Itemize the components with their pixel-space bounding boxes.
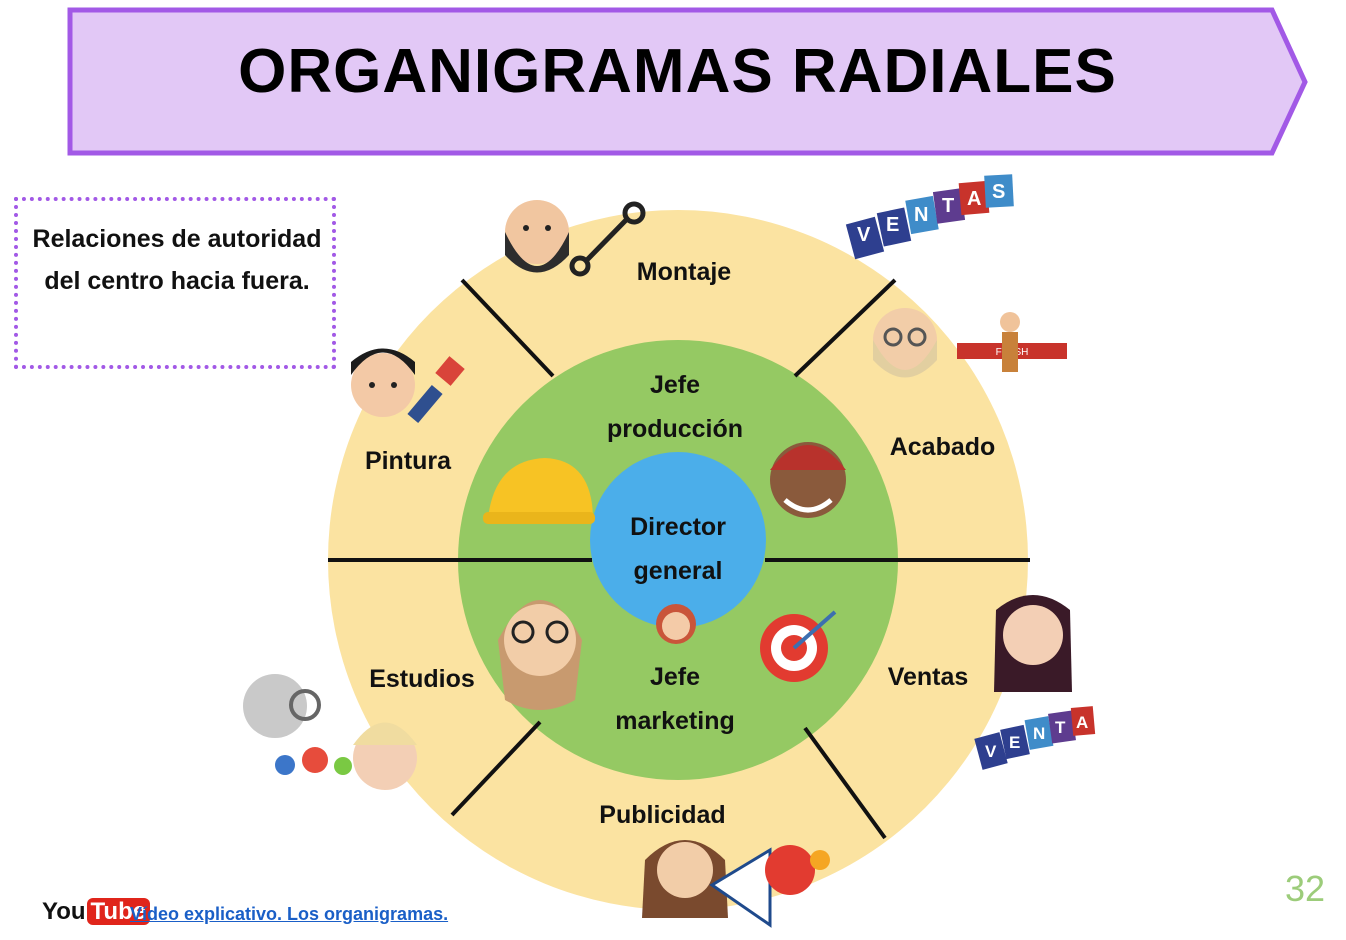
sales-tags-bottom-icon [974,706,1096,770]
megaphone-icon [709,845,830,928]
hard-hat-icon [483,458,595,524]
target-icon [760,610,837,682]
jefe-produccion-line2: producción [606,415,744,443]
sales-tag-letter: T [942,195,955,217]
avatar-jefe-produccion-icon [770,442,846,518]
jefe-produccion-line1: Jefe [649,371,701,399]
note-box [14,197,336,369]
avatar-acabado-icon [873,308,937,378]
jefe-marketing-line2: marketing [615,707,735,735]
wrench-icon [569,201,646,277]
acabado-label: Acabado [889,433,996,461]
youtube-logo-you: You [42,898,86,925]
center-circle [590,452,766,628]
jefe-produccion-label: Jefe producción [575,363,775,451]
avatar-director-icon [656,604,696,644]
page-number: 32 [1285,868,1326,909]
avatar-pintura-icon [351,348,415,417]
center-label-line1: Director [630,513,726,541]
sales-tag-letter: N [914,204,929,226]
center-label: Director general [590,505,766,593]
avatar-ventas-icon [994,595,1072,692]
title-banner [67,7,1308,156]
sales-tags-top-icon [845,174,1014,260]
page-title: ORGANIGRAMAS RADIALES [238,37,1117,106]
avatar-publicidad-icon [642,840,728,918]
youtube-logo-tube: Tube [86,898,151,925]
sales-tag-letter: S [992,181,1006,203]
publicidad-label: Publicidad [599,801,726,829]
sales-tag-letter: E [886,214,900,236]
sales-tags-top-letters: V E N T A S [853,180,1023,260]
estudios-label: Estudios [369,665,475,693]
montaje-label: Montaje [636,258,732,286]
sales-tag-letter: N [1033,724,1046,743]
divider-lines [328,278,1030,840]
sales-tag-letter: E [1009,733,1021,752]
note-text: Relaciones de autoridad del centro hacia… [32,225,322,295]
sales-tag-letter: A [967,188,982,210]
paintbrush-icon [407,356,465,424]
jefe-marketing-line1: Jefe [649,663,701,691]
avatar-jefe-marketing-icon [498,600,582,710]
ventas-label: Ventas [887,663,969,691]
sales-tag-letter: A [1076,713,1089,732]
sales-tag-letter: T [1055,718,1066,737]
avatar-estudios-icon [353,722,417,790]
sales-tag-letter: V [985,742,997,761]
avatar-montaje-icon [505,200,569,273]
pintura-label: Pintura [364,447,452,475]
gears-magnifier-icon [243,674,352,775]
video-link[interactable]: Vídeo explicativo. Los organigramas. [130,904,449,924]
sales-tag-letter: V [857,224,871,246]
sales-tags-bottom-letters: V E N T A [982,705,1102,775]
center-label-line2: general [633,557,723,585]
finish-businessman-icon: FINISH [957,312,1067,372]
jefe-marketing-label: Jefe marketing [575,655,775,743]
